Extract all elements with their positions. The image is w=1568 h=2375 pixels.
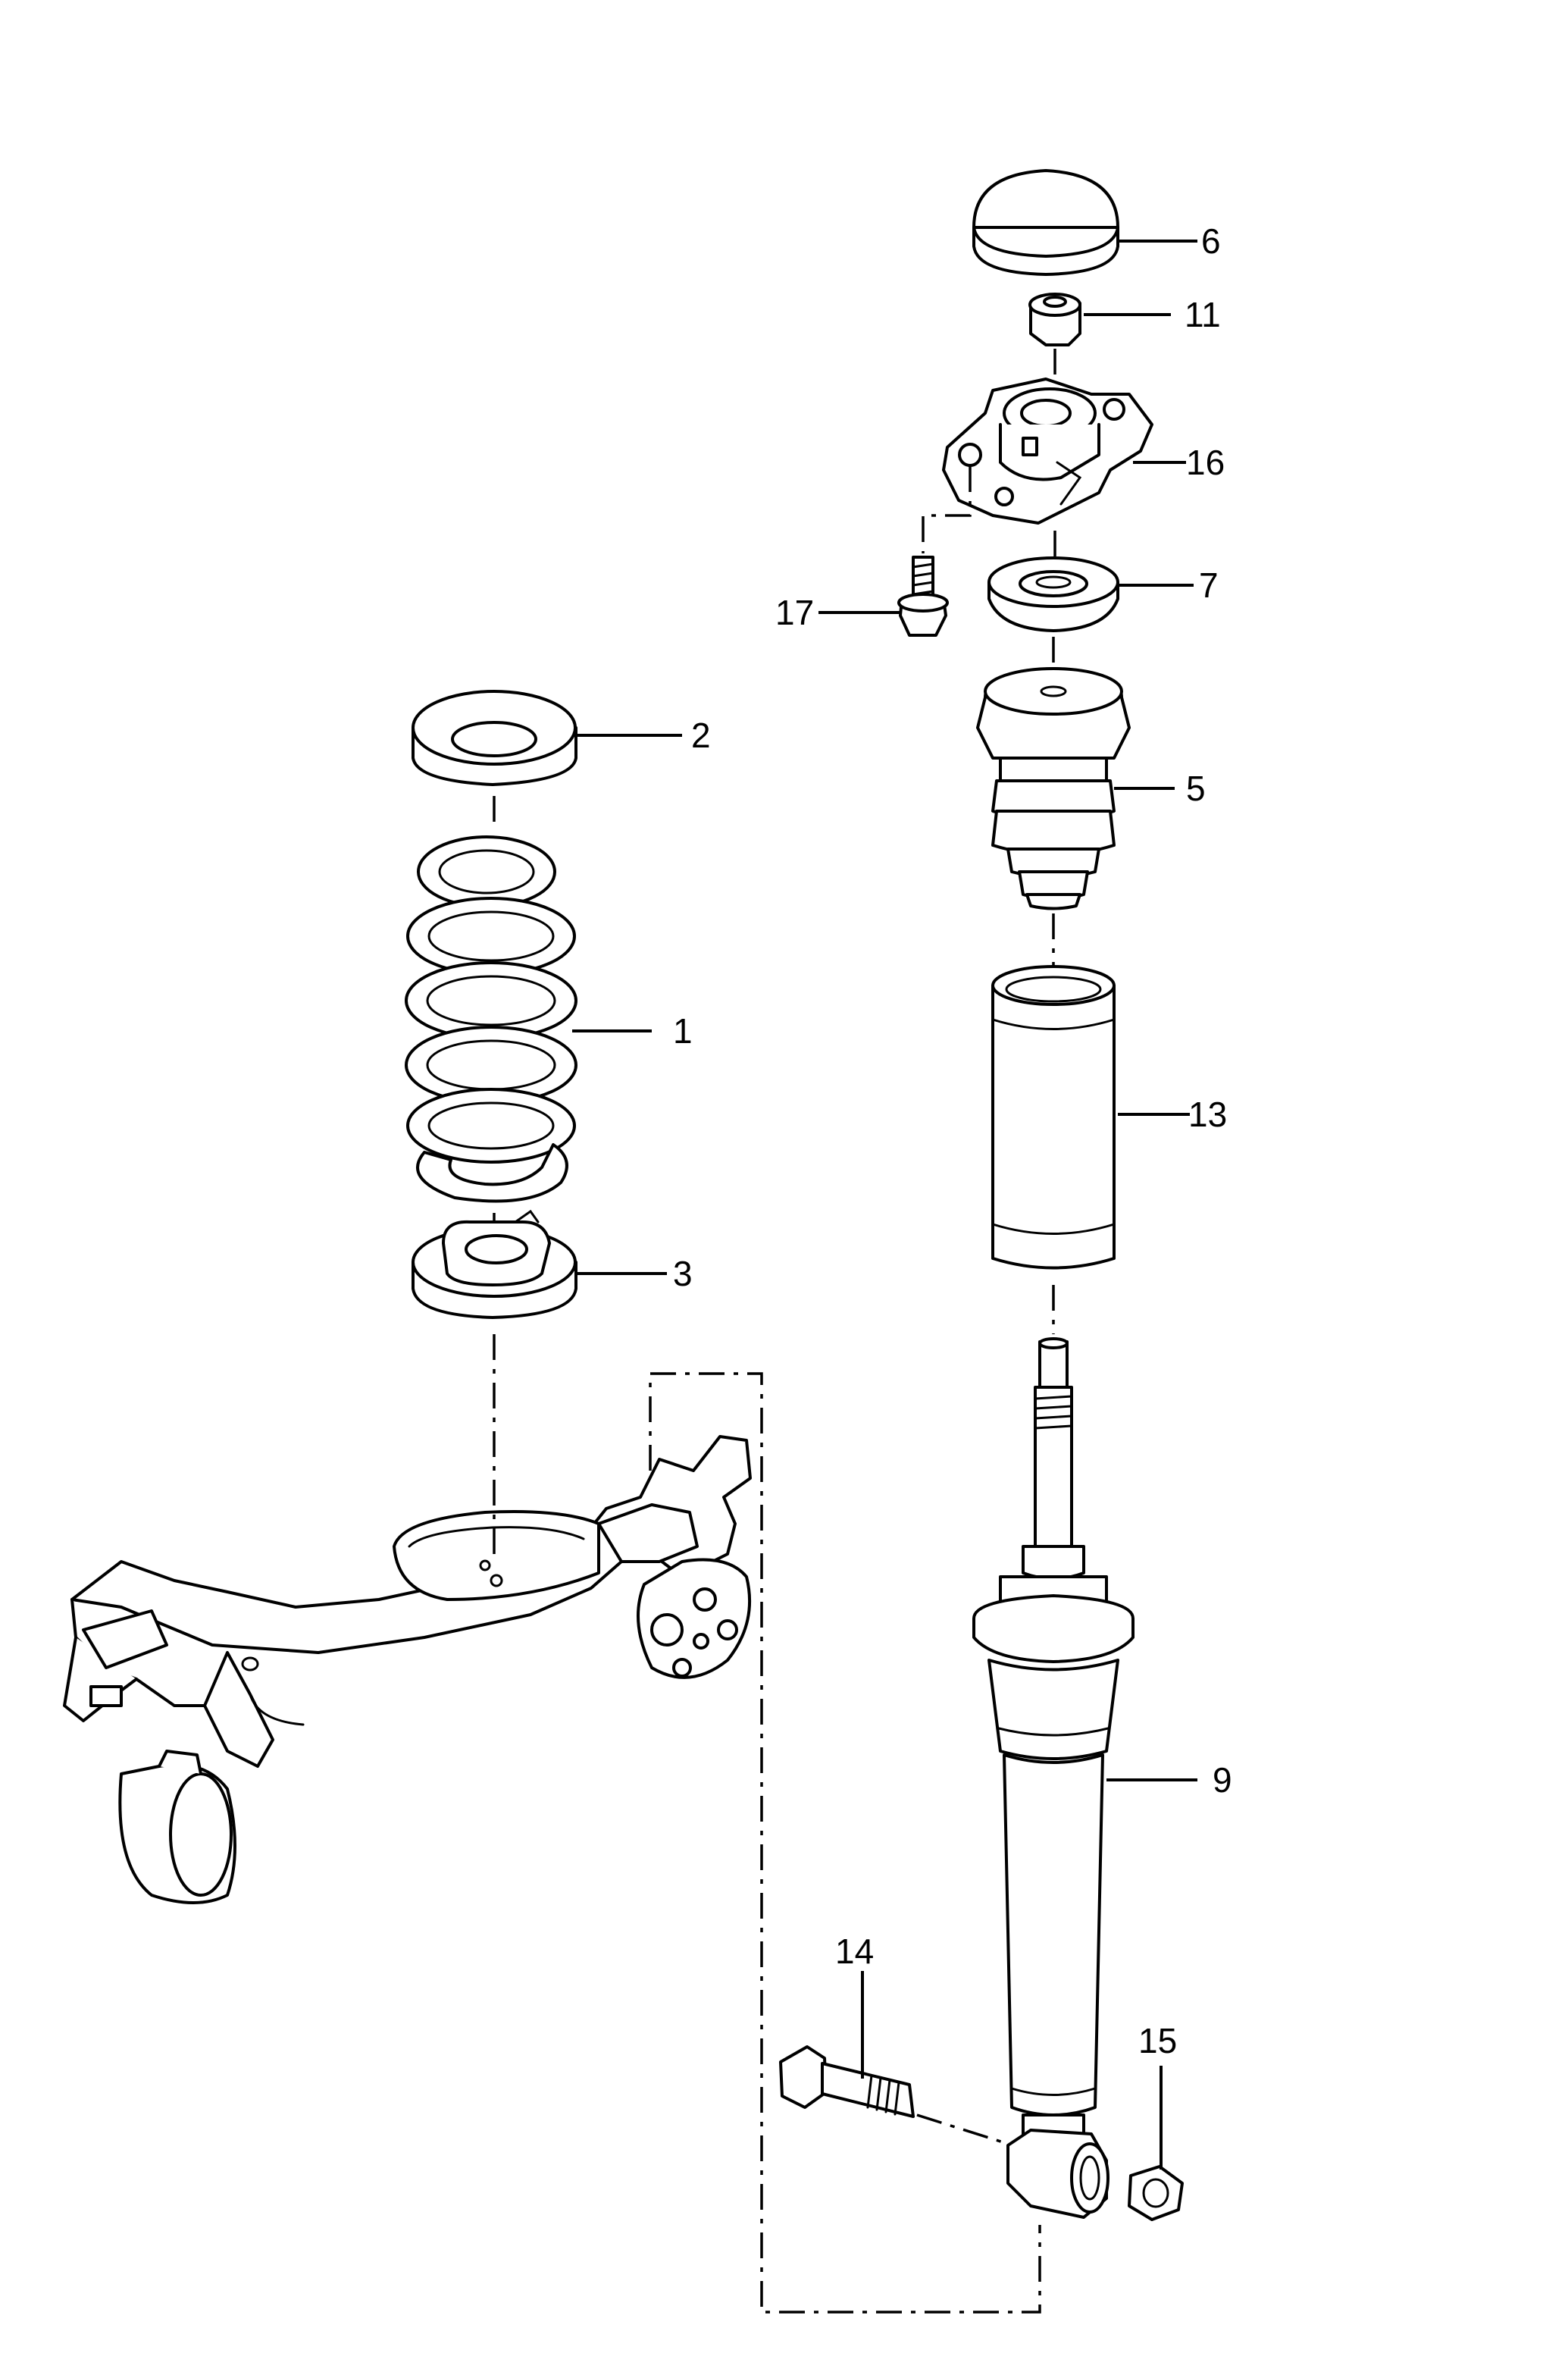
callout-5: 5: [1186, 769, 1206, 808]
nut: [1028, 293, 1081, 346]
protective-tube: [991, 965, 1116, 1270]
callout-6: 6: [1201, 221, 1221, 261]
bump-stop: [976, 667, 1131, 910]
callout-15: 15: [1138, 2021, 1177, 2060]
lock-nut: [1128, 2165, 1184, 2221]
callout-14: 14: [835, 1932, 874, 1971]
strut-mount: [942, 378, 1153, 525]
callout-16: 16: [1186, 443, 1225, 482]
callout-7: 7: [1199, 566, 1219, 605]
upper-spring-seat: [412, 690, 577, 786]
coil-spring: [405, 835, 577, 1203]
flange-bolt: [897, 556, 949, 637]
washer: [987, 556, 1119, 632]
callout-13: 13: [1188, 1095, 1227, 1134]
cap: [972, 169, 1119, 276]
callout-1: 1: [673, 1011, 693, 1051]
lower-spring-seat: [412, 1209, 577, 1319]
rear-axle-beam: [63, 1435, 752, 1904]
hex-bolt: [779, 2045, 915, 2118]
callout-3: 3: [673, 1254, 693, 1293]
shock-absorber: [972, 1337, 1135, 2219]
callout-9: 9: [1213, 1760, 1232, 1800]
callout-2: 2: [691, 716, 711, 755]
callout-11: 11: [1185, 295, 1221, 334]
callout-17: 17: [775, 593, 814, 632]
